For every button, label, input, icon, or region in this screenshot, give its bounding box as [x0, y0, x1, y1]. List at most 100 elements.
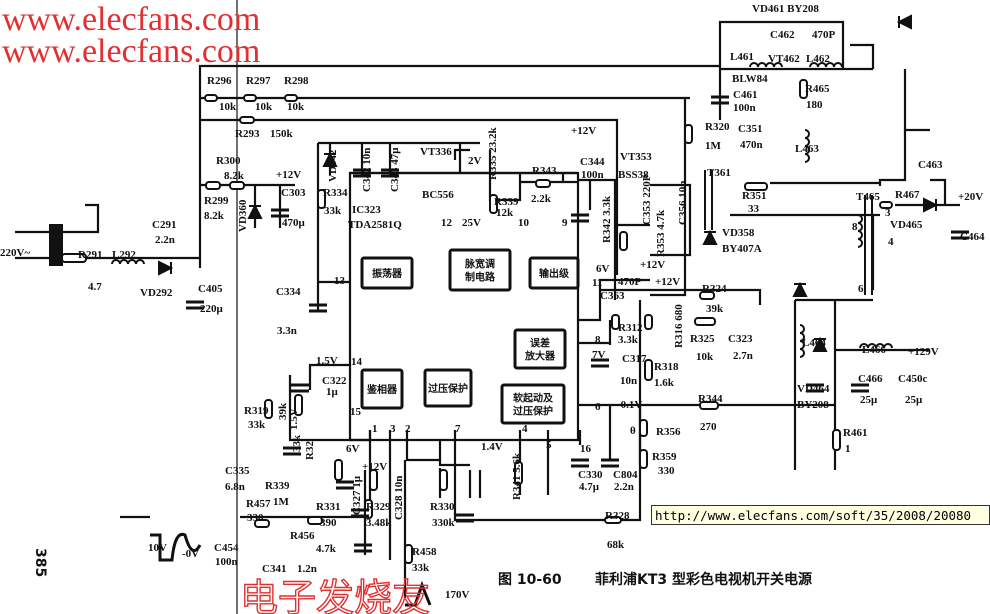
label-c291v: 2.2n [155, 234, 175, 246]
label-c464: C464 [960, 231, 985, 243]
label-pin3: 3 [390, 423, 396, 435]
label-r456: R456 [290, 530, 315, 542]
label-t361: T361 [707, 167, 731, 179]
label-v170: 170V [445, 589, 470, 601]
switch-icon[interactable] [49, 224, 63, 266]
label-c334: C334 [276, 286, 301, 298]
label-pin8: 8 [595, 334, 601, 346]
label-c466: C466 [858, 373, 883, 385]
wire [405, 430, 442, 462]
label-c291: C291 [152, 219, 176, 231]
resistor [619, 231, 628, 251]
label-vd358: VD358 [722, 227, 755, 239]
label-vd465: VD465 [890, 219, 923, 231]
resistor [284, 94, 298, 102]
label-by407a: BY407A [722, 243, 762, 255]
label-pin16: 16 [580, 443, 592, 455]
label-bc556: BC556 [422, 189, 454, 201]
label-r300v: 8.2k [224, 170, 245, 182]
ic-ref: IC323 [352, 204, 381, 216]
label-r458: R458 [412, 546, 437, 558]
label-c405: C405 [198, 283, 223, 295]
resistor [439, 469, 448, 491]
resistor [264, 399, 273, 419]
ic-part: TDA2581Q [348, 219, 402, 231]
label-r331: R331 [316, 501, 340, 513]
resistor [229, 181, 245, 190]
diode [792, 281, 808, 297]
waveform-icon [405, 580, 432, 607]
url-tooltip[interactable]: http://www.elecfans.com/soft/35/2008/200… [651, 505, 990, 525]
wire [453, 148, 470, 160]
label-v2: 2V [468, 155, 482, 167]
label-c303v: 470μ [282, 217, 306, 229]
resistor [369, 469, 378, 491]
label-r359v: 330 [658, 465, 675, 477]
resistor [604, 516, 622, 524]
label-r318: R318 [654, 361, 679, 373]
wire [930, 178, 947, 205]
label-c461v: 100n [733, 102, 756, 114]
label-pin11: 11 [592, 277, 602, 289]
label-r329: R329 [366, 501, 391, 513]
inductor [809, 62, 843, 68]
label-v25: 25V [462, 217, 481, 229]
label-vd464: VD464 [797, 383, 830, 395]
label-pin15: 15 [350, 406, 362, 418]
resistor [294, 394, 303, 416]
label-r329v: 3.48k [366, 517, 392, 529]
resistor [832, 429, 841, 451]
label-r461: R461 [843, 427, 867, 439]
label-r342: R342 3.3k [601, 195, 613, 243]
diode [158, 260, 174, 276]
watermark-line2: www.elecfans.com [2, 33, 260, 70]
label-r334v: 33k [324, 205, 342, 217]
label-by208: BY208 [797, 399, 829, 411]
label-r328v: 68k [607, 539, 625, 551]
label-c351v: 470n [740, 139, 763, 151]
resistor [644, 359, 653, 381]
resistor [694, 317, 716, 326]
label-c342: C342 10n [361, 148, 373, 192]
inductor [799, 324, 805, 358]
label-v15b: 1.5V [288, 408, 300, 430]
label-r320: R320 [705, 121, 730, 133]
label-c322: C322 [322, 375, 347, 387]
label-p12b: +12V [571, 125, 596, 137]
diode [702, 229, 718, 245]
label-l466: L466 [862, 344, 886, 356]
label-v0: -0V [182, 548, 199, 560]
label-pin1: 1 [372, 423, 378, 435]
block-overvoltage [423, 368, 473, 408]
wire [288, 375, 370, 442]
label-pin4: 4 [522, 423, 528, 435]
label-r343: R343 [532, 165, 557, 177]
label-r335: R335 23.2k [487, 127, 499, 180]
diode [896, 14, 912, 30]
label-c454v: 100n [215, 556, 238, 568]
label-c328: C328 10n [393, 476, 405, 520]
label-r465: R465 [805, 83, 830, 95]
label-r457: R457 [246, 498, 271, 510]
wire [438, 460, 470, 467]
resistor [744, 182, 768, 191]
label-r296v: 10k [219, 101, 237, 113]
resistor [204, 94, 218, 102]
label-c804: C804 [613, 469, 638, 481]
label-l461: L461 [730, 51, 754, 63]
label-v15a: 1.5V [316, 355, 338, 367]
wire [650, 183, 692, 257]
wire [488, 150, 522, 202]
label-r330: R330 [430, 501, 455, 513]
label-t3: 3 [885, 207, 891, 219]
label-c462v: 470P [812, 29, 836, 41]
label-c804v: 2.2n [614, 481, 634, 493]
block-error-amp [513, 328, 567, 370]
label-r330v: 330k [432, 517, 456, 529]
label-vd292: VD292 [140, 287, 173, 299]
label-r343v: 2.2k [531, 193, 552, 205]
label-r339v: 12k [496, 207, 514, 219]
label-pin7: 7 [455, 423, 461, 435]
label-pin9: 9 [562, 217, 568, 229]
label-c462: C462 [770, 29, 795, 41]
